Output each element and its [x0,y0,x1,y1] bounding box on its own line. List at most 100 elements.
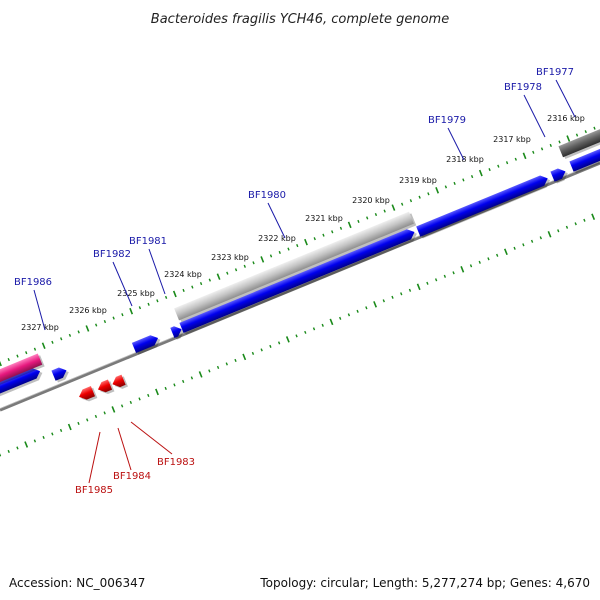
gene-bf1979-body[interactable] [416,173,552,239]
major-tick [111,406,116,413]
minor-tick [418,195,421,199]
minor-tick [539,236,542,240]
minor-tick [251,351,255,355]
minor-tick [226,271,229,275]
major-tick [85,325,90,332]
minor-tick [16,446,19,450]
scale-label: 2325 kbp [117,289,155,298]
minor-tick [366,216,369,220]
minor-tick [208,278,211,282]
scale-label: 2319 kbp [399,176,437,185]
gene-label-bf1981[interactable]: BF1981 [129,236,167,247]
minor-tick [365,306,368,310]
major-tick [216,273,221,280]
gene-bf1977-body[interactable] [569,146,600,174]
minor-tick [443,274,447,278]
minor-tick [60,337,63,341]
minor-tick [243,264,246,268]
gene-body [131,335,159,354]
minor-tick [42,435,45,440]
minor-tick [409,199,413,203]
gene-body [112,374,126,388]
minor-tick [138,306,142,310]
minor-tick [321,323,324,327]
leader-line [447,127,465,161]
minor-tick [77,330,80,334]
minor-tick [574,222,577,226]
leader-line [117,427,132,471]
gene-label-bf1979[interactable]: BF1979 [428,115,466,126]
minor-tick [532,150,535,154]
gene-grey-light-body[interactable] [174,211,417,323]
minor-tick [278,250,281,255]
minor-tick [487,257,490,261]
minor-tick [33,439,37,443]
minor-tick [583,218,586,222]
scale-label: 2317 kbp [493,135,531,144]
minor-tick [296,244,299,248]
gene-body [170,326,182,338]
minor-tick [77,421,80,426]
minor-tick [173,383,176,387]
gene-bf1986b-body[interactable] [51,365,70,383]
scale-label: 2321 kbp [305,214,343,223]
gene-bf1982-body[interactable] [131,332,163,355]
minor-tick [103,411,106,415]
scale-label: 2322 kbp [258,234,296,243]
map-title: Bacteroides fragilis YCH46, complete gen… [151,12,449,27]
genome-summary-text: Topology: circular; Length: 5,277,274 bp… [259,576,590,590]
gene-bf1986-body[interactable] [0,365,44,398]
gene-label-bf1985[interactable]: BF1985 [75,485,113,496]
minor-tick [331,230,334,234]
minor-tick [190,376,194,380]
minor-tick [593,126,596,130]
minor-tick [164,295,168,299]
minor-tick [182,288,185,293]
minor-tick [540,147,544,151]
minor-tick [530,239,534,243]
gene-bf1985-body[interactable] [77,385,98,404]
gene-body [97,379,113,393]
gene-bf1980-body[interactable] [179,226,419,335]
minor-tick [112,316,115,320]
scale-label: 2316 kbp [547,114,585,123]
minor-tick [234,268,238,272]
gene-bf1978-body[interactable] [550,166,569,184]
gene-grey-dark-body[interactable] [558,128,600,160]
minor-tick [426,281,429,285]
minor-tick [558,140,561,144]
minor-tick [94,414,98,419]
minor-tick [234,358,237,362]
gene-label-bf1982[interactable]: BF1982 [93,249,131,260]
minor-tick [304,330,307,334]
gene-label-bf1984[interactable]: BF1984 [113,471,151,482]
gene-track [0,128,600,404]
gene-magenta-body[interactable] [0,353,45,387]
leader-line [130,421,173,455]
gene-label-bf1980[interactable]: BF1980 [248,190,286,201]
scale-label: 2320 kbp [352,196,390,205]
leader-line [267,202,286,239]
minor-tick [156,299,159,303]
gene-bf1981-body[interactable] [170,323,186,340]
gene-label-bf1978[interactable]: BF1978 [504,82,542,93]
minor-tick [25,351,28,355]
gene-label-bf1986[interactable]: BF1986 [14,277,52,288]
scale-label: 2318 kbp [446,155,484,164]
minor-tick [505,161,509,165]
gene-label-bf1977[interactable]: BF1977 [536,67,574,78]
gene-bf1983-body[interactable] [110,374,128,392]
major-tick [129,307,134,315]
minor-tick [434,278,438,282]
minor-tick [383,209,386,213]
minor-tick [575,133,579,137]
gene-label-bf1983[interactable]: BF1983 [157,457,195,468]
gene-body [0,353,43,385]
minor-tick [16,354,19,358]
minor-tick [208,369,211,373]
inner-scale-ticks [0,213,596,457]
minor-tick [147,302,150,306]
minor-tick [584,130,587,134]
minor-tick [400,292,403,296]
gene-bf1984-body[interactable] [96,379,115,397]
